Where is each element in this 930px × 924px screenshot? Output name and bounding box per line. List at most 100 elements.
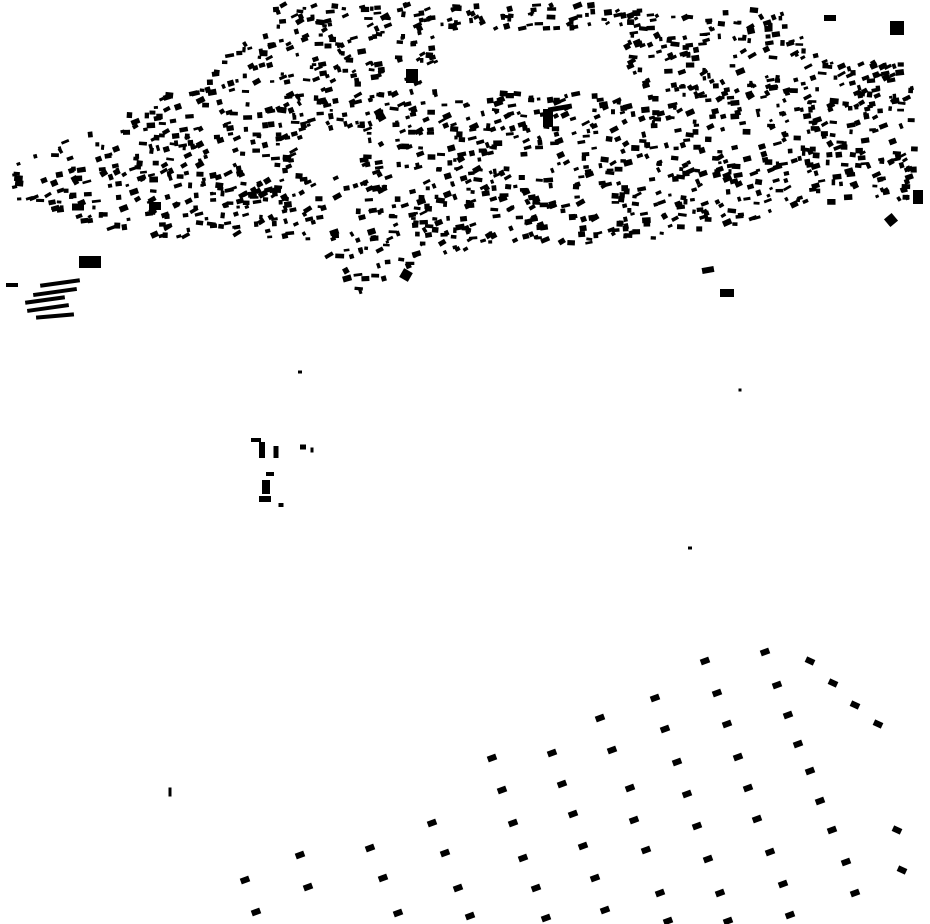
building bbox=[863, 113, 870, 120]
building bbox=[457, 151, 467, 158]
building bbox=[251, 438, 261, 442]
building bbox=[197, 125, 204, 133]
building bbox=[265, 54, 274, 61]
building bbox=[412, 220, 419, 226]
building bbox=[837, 70, 846, 78]
building bbox=[282, 154, 292, 161]
building bbox=[415, 231, 420, 237]
building bbox=[492, 25, 499, 31]
building bbox=[329, 77, 337, 84]
building bbox=[292, 221, 300, 227]
building bbox=[183, 151, 193, 160]
building bbox=[730, 99, 740, 106]
building bbox=[285, 163, 293, 170]
building bbox=[771, 680, 783, 690]
building bbox=[489, 195, 498, 202]
building bbox=[895, 68, 905, 76]
building bbox=[167, 174, 173, 181]
building bbox=[462, 224, 470, 231]
building bbox=[493, 118, 502, 125]
building bbox=[442, 111, 453, 121]
building bbox=[854, 119, 861, 127]
building bbox=[390, 90, 399, 98]
building bbox=[614, 135, 622, 143]
building bbox=[553, 97, 560, 102]
building bbox=[746, 92, 755, 101]
building bbox=[846, 65, 852, 72]
building bbox=[135, 153, 140, 159]
building bbox=[539, 202, 549, 208]
building bbox=[766, 166, 775, 174]
building bbox=[593, 113, 601, 120]
building bbox=[400, 202, 410, 209]
building bbox=[822, 62, 829, 69]
building bbox=[483, 186, 491, 192]
building bbox=[253, 221, 259, 227]
building bbox=[776, 103, 780, 108]
building bbox=[874, 194, 880, 199]
building bbox=[331, 3, 339, 9]
building bbox=[432, 217, 438, 221]
building bbox=[275, 105, 282, 112]
building bbox=[165, 91, 174, 99]
building bbox=[243, 126, 249, 132]
building bbox=[91, 199, 101, 204]
building bbox=[183, 170, 190, 176]
building bbox=[106, 152, 113, 157]
building bbox=[581, 155, 587, 161]
building bbox=[672, 175, 679, 182]
building bbox=[63, 188, 69, 193]
building bbox=[415, 56, 422, 62]
building bbox=[343, 185, 350, 191]
building bbox=[631, 144, 640, 152]
building bbox=[340, 50, 345, 56]
building bbox=[418, 10, 425, 16]
building bbox=[413, 206, 421, 211]
building bbox=[259, 496, 271, 502]
building bbox=[202, 148, 210, 156]
building bbox=[358, 4, 366, 9]
building bbox=[231, 147, 239, 154]
building bbox=[471, 164, 483, 174]
building bbox=[389, 213, 395, 219]
building bbox=[806, 169, 813, 174]
building bbox=[616, 220, 623, 227]
building bbox=[250, 907, 262, 917]
building bbox=[278, 122, 283, 129]
building bbox=[636, 152, 644, 159]
building bbox=[279, 133, 290, 142]
building bbox=[727, 101, 732, 105]
building bbox=[549, 167, 555, 174]
building bbox=[720, 113, 727, 120]
building bbox=[239, 875, 251, 885]
building bbox=[691, 187, 698, 193]
building bbox=[258, 191, 263, 197]
building bbox=[368, 35, 374, 41]
building bbox=[732, 752, 744, 762]
building bbox=[689, 197, 695, 202]
building bbox=[797, 155, 803, 162]
building bbox=[803, 86, 809, 91]
building bbox=[869, 128, 876, 132]
building bbox=[730, 113, 740, 120]
building bbox=[493, 98, 504, 108]
building bbox=[289, 147, 299, 155]
building bbox=[316, 111, 324, 116]
building bbox=[652, 110, 660, 116]
building bbox=[95, 142, 100, 147]
building bbox=[593, 130, 599, 135]
building bbox=[128, 166, 136, 172]
building bbox=[722, 158, 729, 165]
building bbox=[373, 61, 383, 68]
building bbox=[139, 170, 148, 174]
building bbox=[299, 112, 304, 117]
building bbox=[742, 155, 752, 163]
building bbox=[407, 124, 412, 129]
building bbox=[622, 216, 628, 223]
building bbox=[179, 126, 189, 133]
building bbox=[134, 165, 141, 170]
building bbox=[281, 232, 289, 240]
building bbox=[596, 97, 604, 103]
building bbox=[843, 194, 853, 201]
